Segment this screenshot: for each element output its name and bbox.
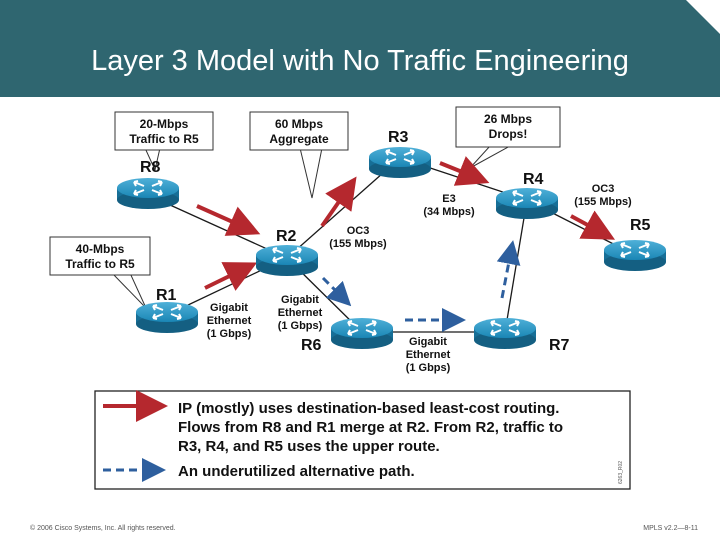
callout-26mbps-line2: Drops! (489, 127, 528, 141)
legend-dashed-line1: An underutilized alternative path. (178, 463, 415, 480)
link-label-r6r7-1: Gigabit (409, 336, 447, 348)
footer-copyright: © 2006 Cisco Systems, Inc. All rights re… (30, 525, 176, 532)
callout-60mbps-line1: 60 Mbps (275, 117, 323, 131)
primary-traffic-arrows (196, 156, 616, 291)
router-r2 (255, 244, 319, 277)
arrow-r1-to-r2 (204, 262, 258, 291)
legend-solid-line3: R3, R4, and R5 uses the upper route. (178, 438, 440, 455)
router-label-r7: R7 (549, 337, 570, 354)
router-label-r3: R3 (388, 129, 409, 146)
arrow-r4-to-r5 (570, 210, 616, 240)
legend-solid-line2: Flows from R8 and R1 merge at R2. From R… (178, 419, 564, 436)
header-bar (0, 0, 720, 97)
page-title: Layer 3 Model with No Traffic Engineerin… (91, 45, 629, 77)
router-r8 (116, 177, 180, 210)
router-r1 (135, 301, 199, 334)
legend-solid-line1: IP (mostly) uses destination-based least… (178, 400, 560, 417)
callout-40mbps-line2: Traffic to R5 (65, 257, 135, 271)
arrow-r2-to-r6 (321, 276, 352, 307)
legend-side-code: 6263_R02 (618, 461, 624, 484)
legend-box: 6263_R02 (94, 390, 631, 490)
router-r3 (368, 146, 432, 179)
link-label-r2r3-2: (155 Mbps) (329, 238, 387, 250)
link-label-r6r7-2: Ethernet (406, 349, 451, 361)
link-r7-r4 (504, 199, 528, 333)
router-label-r8: R8 (140, 159, 161, 176)
callout-40mbps: 40-Mbps Traffic to R5 (49, 236, 151, 309)
router-label-r5: R5 (630, 217, 651, 234)
callout-60mbps-line2: Aggregate (269, 132, 329, 146)
arrow-r2-to-r3 (320, 176, 357, 228)
link-label-r2r3-1: OC3 (347, 225, 370, 237)
callout-60mbps: 60 Mbps Aggregate (249, 111, 349, 199)
callout-20mbps: 20-Mbps Traffic to R5 (114, 111, 214, 172)
router-r4 (495, 187, 559, 220)
callout-20mbps-line2: Traffic to R5 (129, 132, 199, 146)
link-label-r2r6-2: Ethernet (278, 307, 323, 319)
callout-20mbps-line1: 20-Mbps (140, 117, 189, 131)
callout-40mbps-line1: 40-Mbps (76, 242, 125, 256)
link-label-r6r7-3: (1 Gbps) (406, 362, 451, 374)
link-label-r1r2-2: Ethernet (207, 315, 252, 327)
router-label-r6: R6 (301, 337, 322, 354)
router-label-r1: R1 (156, 287, 177, 304)
link-label-r2r6-3: (1 Gbps) (278, 320, 323, 332)
link-label-r1r2-1: Gigabit (210, 302, 248, 314)
router-r6 (330, 317, 394, 350)
router-label-r4: R4 (523, 171, 544, 188)
alternative-path-arrows (321, 240, 521, 332)
header-corner (686, 0, 720, 34)
arrow-r3-to-r4 (439, 156, 490, 186)
router-r5 (603, 239, 667, 272)
arrow-r8-to-r2 (196, 204, 261, 236)
footer-page-code: MPLS v2.2—8-11 (643, 525, 698, 532)
link-label-r3r4-1: E3 (442, 193, 455, 205)
arrow-r7-to-r4 (496, 240, 521, 299)
link-label-r1r2-3: (1 Gbps) (207, 328, 252, 340)
callout-26mbps: 26 Mbps Drops! (455, 106, 561, 169)
link-label-r4r5-2: (155 Mbps) (574, 196, 632, 208)
link-label-r2r6-1: Gigabit (281, 294, 319, 306)
callout-26mbps-line1: 26 Mbps (484, 112, 532, 126)
router-label-r2: R2 (276, 228, 297, 245)
link-label-r4r5-1: OC3 (592, 183, 615, 195)
link-label-r3r4-2: (34 Mbps) (423, 206, 475, 218)
router-r7 (473, 317, 537, 350)
